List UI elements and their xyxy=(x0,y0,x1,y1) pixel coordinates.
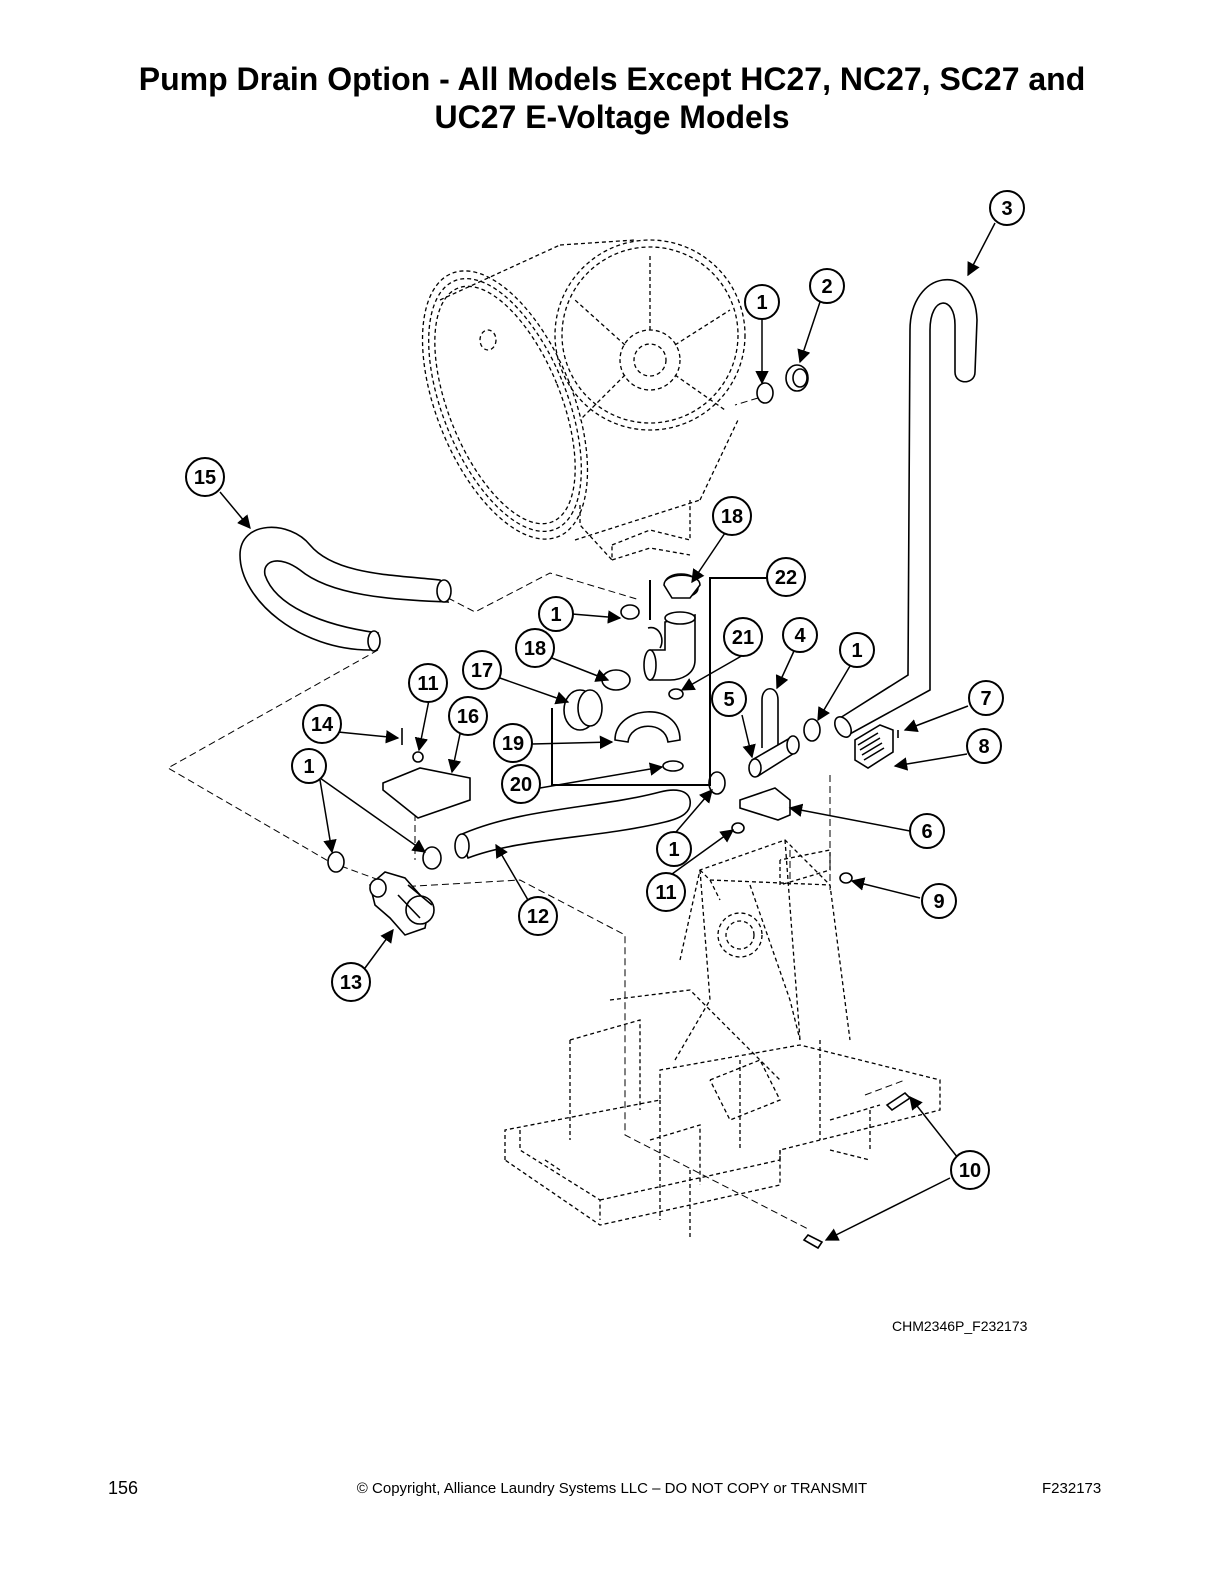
callout-5[interactable]: 5 xyxy=(711,681,747,717)
grommet-2 xyxy=(785,364,809,392)
parts xyxy=(239,279,978,1250)
svg-text:2: 2 xyxy=(821,276,832,298)
callout-16[interactable]: 16 xyxy=(448,696,488,736)
bolt-10-lower xyxy=(802,1233,824,1250)
washer-20 xyxy=(662,760,684,772)
callout-18-top[interactable]: 18 xyxy=(712,496,752,536)
callout-10[interactable]: 10 xyxy=(950,1150,990,1190)
svg-text:17: 17 xyxy=(471,660,493,682)
nut-11-upper xyxy=(412,751,424,763)
svg-text:9: 9 xyxy=(933,891,944,913)
nut-9 xyxy=(839,872,853,884)
svg-text:8: 8 xyxy=(978,736,989,758)
svg-text:4: 4 xyxy=(794,625,806,647)
callout-18-lower[interactable]: 18 xyxy=(515,628,555,668)
callout-3[interactable]: 3 xyxy=(989,190,1025,226)
bracket-16 xyxy=(382,767,471,819)
svg-text:1: 1 xyxy=(851,640,862,662)
callout-15[interactable]: 15 xyxy=(185,457,225,497)
svg-text:11: 11 xyxy=(655,882,676,904)
callout-13[interactable]: 13 xyxy=(331,962,371,1002)
footer-copyright: © Copyright, Alliance Laundry Systems LL… xyxy=(356,1480,868,1497)
footer-doc-code: F232173 xyxy=(1042,1480,1102,1497)
svg-text:19: 19 xyxy=(502,733,524,755)
svg-text:11: 11 xyxy=(417,673,438,695)
callout-20[interactable]: 20 xyxy=(501,764,541,804)
assembly-bracket-22 xyxy=(551,577,774,786)
callout-11-upper[interactable]: 11 xyxy=(408,663,448,703)
svg-text:16: 16 xyxy=(457,706,479,728)
callout-22[interactable]: 22 xyxy=(766,557,806,597)
callout-14[interactable]: 14 xyxy=(302,704,342,744)
cap-17 xyxy=(563,689,603,731)
svg-text:15: 15 xyxy=(194,467,216,489)
svg-text:1: 1 xyxy=(303,756,314,778)
callout-11-lower[interactable]: 11 xyxy=(646,872,686,912)
hose-3 xyxy=(834,279,978,738)
module-8 xyxy=(854,724,894,769)
svg-text:1: 1 xyxy=(668,839,679,861)
svg-text:20: 20 xyxy=(510,774,532,796)
svg-text:1: 1 xyxy=(550,604,561,626)
svg-text:3: 3 xyxy=(1001,198,1012,220)
svg-text:10: 10 xyxy=(959,1160,981,1182)
pump-13 xyxy=(369,871,435,936)
callout-21[interactable]: 21 xyxy=(723,617,763,657)
callout-1-elbow[interactable]: 1 xyxy=(538,596,574,632)
drawing-code: CHM2346P_F232173 xyxy=(892,1318,1028,1334)
callouts: 3 2 1 15 18 22 1 21 4 1 18 17 11 16 5 7 … xyxy=(185,190,1025,1190)
callout-1-left[interactable]: 1 xyxy=(291,748,327,784)
bracket-6 xyxy=(739,787,791,821)
frame-phantom xyxy=(504,839,941,1240)
drum-phantom xyxy=(421,239,746,562)
bolt-10-upper xyxy=(885,1091,912,1112)
callout-8[interactable]: 8 xyxy=(966,728,1002,764)
callout-2[interactable]: 2 xyxy=(809,268,845,304)
svg-text:7: 7 xyxy=(980,688,991,710)
page-title-line-2: UC27 E-Voltage Models xyxy=(434,99,790,135)
callout-4[interactable]: 4 xyxy=(782,617,818,653)
hose-15 xyxy=(239,526,452,652)
callout-1-right[interactable]: 1 xyxy=(839,632,875,668)
coupling-5 xyxy=(748,735,800,778)
leader-arrows xyxy=(219,222,996,1241)
callout-1-top[interactable]: 1 xyxy=(744,284,780,320)
svg-text:14: 14 xyxy=(311,714,334,736)
hose-19 xyxy=(614,711,681,743)
u-bolt-4 xyxy=(761,687,779,748)
nut-11-lower xyxy=(731,822,745,834)
footer-page-number: 156 xyxy=(108,1478,139,1498)
callout-12[interactable]: 12 xyxy=(518,896,558,936)
svg-text:22: 22 xyxy=(775,567,797,589)
svg-text:5: 5 xyxy=(723,689,734,711)
svg-text:13: 13 xyxy=(340,972,362,994)
svg-text:1: 1 xyxy=(756,292,767,314)
svg-text:18: 18 xyxy=(721,506,743,528)
clip-21 xyxy=(668,688,684,700)
callout-7[interactable]: 7 xyxy=(968,680,1004,716)
hose-12 xyxy=(454,789,691,860)
callout-6[interactable]: 6 xyxy=(909,813,945,849)
callout-1-bottom[interactable]: 1 xyxy=(656,831,692,867)
svg-text:12: 12 xyxy=(527,906,549,928)
callout-9[interactable]: 9 xyxy=(921,883,957,919)
page-title: Pump Drain Option - All Models Except HC… xyxy=(0,60,1224,136)
svg-text:6: 6 xyxy=(921,821,932,843)
page-title-line-1: Pump Drain Option - All Models Except HC… xyxy=(138,61,1086,97)
svg-text:21: 21 xyxy=(732,627,754,649)
svg-text:18: 18 xyxy=(524,638,546,660)
callout-17[interactable]: 17 xyxy=(462,650,502,690)
callout-19[interactable]: 19 xyxy=(493,723,533,763)
